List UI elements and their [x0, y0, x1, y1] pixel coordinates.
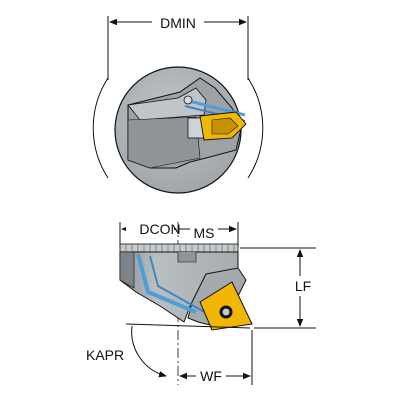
wf-label-bg — [196, 366, 226, 386]
lf-label: LF — [295, 278, 311, 294]
kapr-reference-line — [125, 323, 251, 329]
lf-label-bg — [290, 276, 314, 296]
side-view: DCON MS — [86, 219, 316, 386]
body-notch — [177, 252, 197, 263]
ms-label: MS — [194, 225, 215, 241]
coolant-channel-side-2 — [149, 255, 209, 315]
dmin-guide-arc — [92, 77, 109, 179]
dmin-guide-arc-right — [247, 77, 264, 179]
coolant-channel-side — [136, 253, 197, 314]
dmin-label-bg — [152, 12, 204, 32]
tool-head-shadow — [127, 116, 201, 169]
insert-screw — [222, 308, 230, 316]
kapr-label: KAPR — [86, 347, 124, 363]
kapr-arc — [131, 325, 167, 378]
end-view: DMIN — [92, 12, 264, 194]
dcon-label-bg — [126, 219, 174, 237]
dcon-label: DCON — [139, 221, 180, 237]
coolant-port — [183, 95, 193, 105]
ms-label-bg — [190, 221, 218, 239]
wf-label: WF — [200, 368, 222, 384]
tool-body-shadow — [119, 251, 135, 289]
dmin-label: DMIN — [160, 15, 196, 31]
insert-edge — [211, 117, 239, 135]
coupling-teeth — [125, 244, 235, 252]
